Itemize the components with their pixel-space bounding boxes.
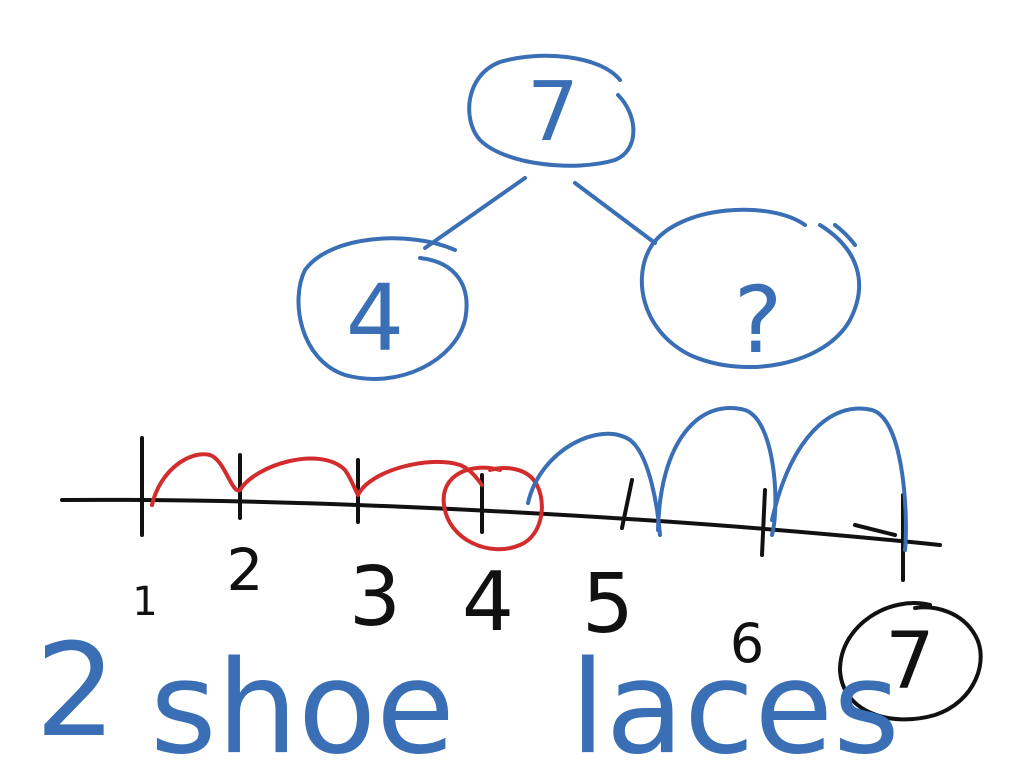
number-bond: 7 4 ?: [296, 53, 862, 381]
tick-6: [760, 488, 767, 557]
label-5: 5: [582, 557, 634, 652]
blue-hop-3: [770, 406, 908, 552]
number-line-axis: [60, 497, 942, 547]
caption-word-shoe: shoe: [150, 634, 455, 768]
caption-number: 2: [35, 617, 116, 766]
tick-5: [620, 478, 634, 530]
caption-word-laces: laces: [570, 634, 900, 768]
red-hop-3: [356, 459, 484, 497]
red-hop-2: [238, 456, 360, 497]
black-circle-7: [838, 601, 983, 722]
end-arrow: [853, 523, 897, 537]
part-known-number: 4: [346, 265, 405, 372]
whole-circle: [467, 53, 636, 168]
part-unknown-circle: [639, 207, 862, 369]
red-hop-1: [150, 452, 242, 507]
label-2: 2: [227, 536, 264, 604]
label-1: 1: [132, 579, 157, 625]
number-line: 1 2 3 4 5 6 7: [60, 406, 983, 722]
blue-hop-2: [656, 406, 778, 537]
red-circle-4: [441, 465, 544, 552]
part-unknown-symbol: ?: [734, 267, 783, 374]
label-4: 4: [462, 555, 514, 650]
bond-line-right: [573, 181, 657, 245]
label-7: 7: [885, 617, 935, 707]
bond-line-left: [423, 176, 527, 250]
label-6: 6: [730, 612, 764, 675]
part-known-circle: [296, 236, 469, 381]
label-3: 3: [349, 550, 401, 645]
blue-hop-1: [526, 431, 662, 537]
caption: 2 shoe laces: [35, 617, 900, 768]
whole-number: 7: [527, 65, 579, 160]
